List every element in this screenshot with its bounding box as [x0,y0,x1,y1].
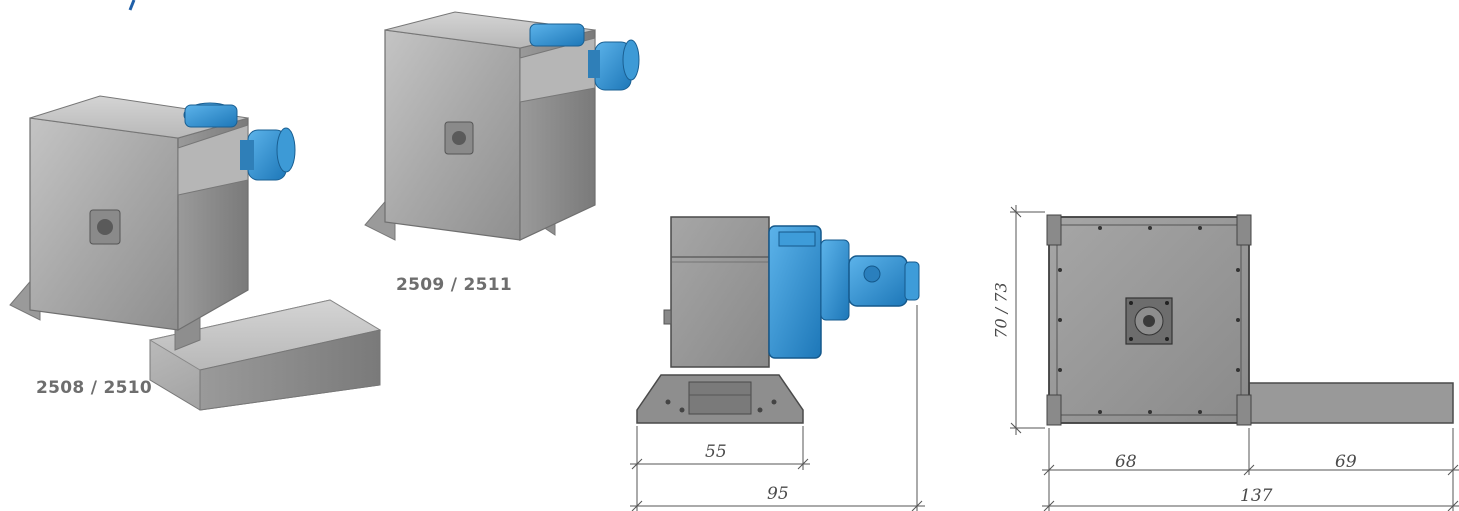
model-b-illustration [364,11,640,241]
model-label-2508-2510: 2508 / 2510 [36,378,152,398]
model-a-illustration [9,95,382,411]
model-label-2509-2511: 2509 / 2511 [396,275,512,295]
side-view-dimensions [630,305,925,511]
dimension-front-total: 137 [1240,486,1273,506]
accent-mark [128,0,136,11]
dimension-front-body: 68 [1115,452,1137,472]
dimension-front-height: 70 / 73 [991,282,1011,339]
dimension-side-total: 95 [767,484,789,504]
side-view-drawing [636,216,920,424]
dimension-front-extension: 69 [1335,452,1357,472]
front-view-dimensions [1010,205,1459,511]
dimension-side-base: 55 [705,442,727,462]
front-view-drawing [1046,214,1454,426]
